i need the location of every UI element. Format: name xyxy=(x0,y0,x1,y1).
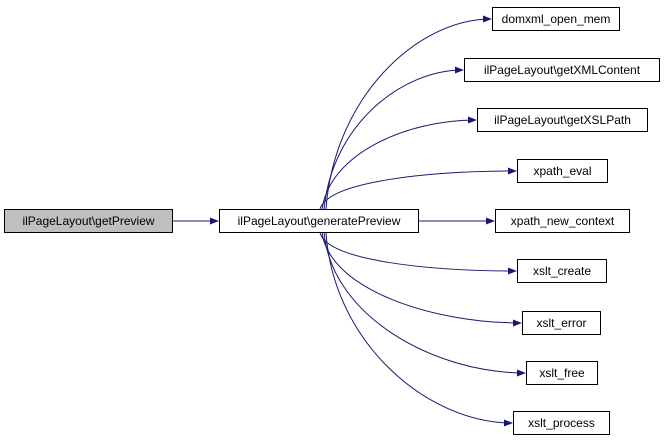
node-getxslpath[interactable]: ilPageLayout\getXSLPath xyxy=(477,108,648,132)
node-xpath-eval[interactable]: xpath_eval xyxy=(517,159,608,183)
edge-to-xpath-eval xyxy=(319,167,517,210)
node-xslt-process[interactable]: xslt_process xyxy=(513,411,610,435)
edge-to-xslt-process xyxy=(325,232,513,427)
edge-to-xslt-create xyxy=(319,232,517,275)
node-xslt-free[interactable]: xslt_free xyxy=(526,361,598,385)
node-getpreview[interactable]: ilPageLayout\getPreview xyxy=(4,209,173,233)
node-xslt-error[interactable]: xslt_error xyxy=(522,311,601,335)
edge-to-getxslpath xyxy=(321,116,477,210)
edge-to-getxmlcontent xyxy=(323,66,464,210)
node-xpath-new-context[interactable]: xpath_new_context xyxy=(495,209,630,233)
node-domxml-open-mem[interactable]: domxml_open_mem xyxy=(492,7,620,31)
node-xslt-create[interactable]: xslt_create xyxy=(517,259,607,283)
node-generatepreview[interactable]: ilPageLayout\generatePreview xyxy=(219,209,419,233)
edge-to-xslt-free xyxy=(323,232,526,377)
node-getxmlcontent[interactable]: ilPageLayout\getXMLContent xyxy=(464,58,660,82)
edge-to-xslt-error xyxy=(321,232,522,327)
edge-to-domxml-open-mem xyxy=(325,15,492,210)
